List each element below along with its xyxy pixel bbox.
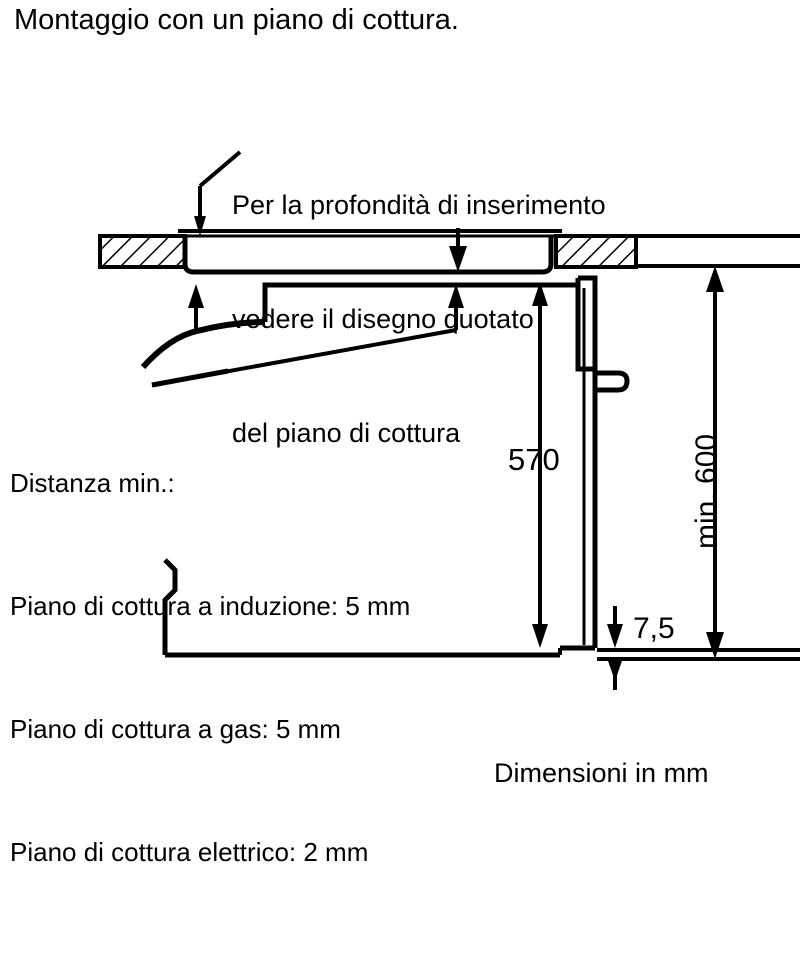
page-title: Montaggio con un piano di cottura.: [14, 4, 459, 36]
oven-body-bottom: [165, 645, 595, 658]
plinth-reference-lines: [597, 648, 800, 661]
worktop-reference-lines: [636, 234, 800, 268]
cabinet-niche-outline: [162, 558, 178, 655]
worktop-left-hatched: [98, 234, 187, 269]
dimension-label-570: 570: [508, 442, 560, 477]
oven-handle: [593, 370, 630, 393]
hob-depth-line-2: vedere il disegno quotato: [232, 304, 534, 334]
gap-arrow-centre: [448, 284, 464, 330]
worktop-right-hatched: [554, 234, 638, 269]
min-distance-gas: Piano di cottura a gas: 5 mm: [10, 714, 341, 744]
hob-depth-line-3: del piano di cottura: [232, 418, 461, 448]
hob-depth-line-1: Per la profondità di inserimento: [232, 190, 606, 220]
cooktop-hob: [178, 229, 562, 275]
min-distance-heading: Distanza min.:: [10, 468, 175, 498]
installation-section-drawing: [98, 150, 800, 690]
dimension-label-min-600: min. 600: [690, 433, 723, 549]
dimension-label-7-5: 7,5: [633, 612, 675, 645]
hob-depth-annotation: Per la profondità di inserimento vedere …: [232, 110, 606, 528]
gap-arrow-left: [188, 284, 204, 330]
diagram-page: Montaggio con un piano di cottura.: [10, 4, 800, 867]
leader-hob-depth: [194, 150, 242, 236]
min-distance-electric: Piano di cottura elettrico: 2 mm: [10, 837, 369, 867]
min-distance-induction: Piano di cottura a induzione: 5 mm: [10, 591, 411, 621]
dim-570-line: [532, 282, 548, 648]
depth-arrow-hob: [449, 228, 467, 272]
min-distance-annotation: Distanza min.: Piano di cottura a induzi…: [10, 381, 410, 955]
oven-door-panel: [575, 275, 598, 648]
dim-75-arrows: [607, 606, 623, 690]
dim-min600-line: [706, 266, 724, 659]
units-caption: Dimensioni in mm: [494, 758, 709, 788]
leader-min-distance: [151, 368, 229, 388]
